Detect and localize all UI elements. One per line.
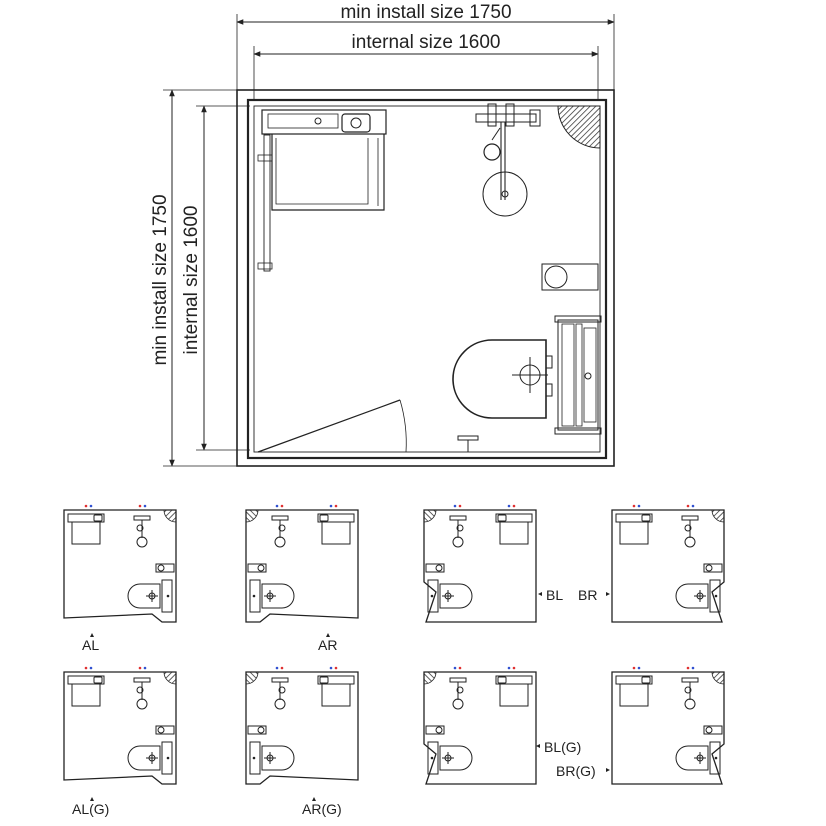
layout-label-br-g: BR(G) <box>556 763 596 779</box>
dimension-left-install: min install size 1750 <box>150 89 240 467</box>
layout-label-ar-g: AR(G) <box>302 801 342 817</box>
layout-thumb-bl <box>423 504 537 623</box>
door-swing <box>257 399 407 453</box>
layout-label-bl: BL <box>546 587 563 603</box>
internal-height-label: internal size 1600 <box>181 206 202 355</box>
layout-thumb-ar-g <box>245 666 359 785</box>
outer-wall <box>236 89 615 467</box>
main-floor-plan <box>236 89 615 467</box>
layout-label-al-g: AL(G) <box>72 801 109 817</box>
entry-arrows <box>90 592 610 801</box>
toilet-roll-holder <box>541 263 599 291</box>
layout-thumb-al-g <box>63 666 177 785</box>
shower-drain-icon <box>482 171 528 217</box>
layout-label-bl-g: BL(G) <box>544 739 581 755</box>
layout-thumb-al <box>63 504 177 623</box>
layout-thumb-br <box>611 504 725 623</box>
cistern <box>557 319 599 431</box>
toilet <box>452 315 602 435</box>
shower-unit <box>475 103 601 217</box>
min-install-height-label: min install size 1750 <box>150 194 171 365</box>
towel-rail <box>263 134 271 272</box>
tap-icon <box>314 117 322 125</box>
internal-width-label: internal size 1600 <box>352 32 501 53</box>
layout-label-ar: AR <box>318 637 337 653</box>
dimension-top-install: min install size 1750 <box>236 2 615 100</box>
floor-waste-icon <box>457 435 479 452</box>
shower-handset-icon <box>483 143 501 161</box>
layout-thumb-bl-g <box>423 666 537 785</box>
corner-shelf <box>557 105 601 149</box>
layout-thumb-ar <box>245 504 359 623</box>
layout-label-al: AL <box>82 637 99 653</box>
basin-unit <box>257 109 387 272</box>
inner-wall <box>246 98 608 460</box>
layout-label-br: BR <box>578 587 597 603</box>
min-install-width-label: min install size 1750 <box>340 2 511 23</box>
layout-thumb-br-g <box>611 666 725 785</box>
waste-icon <box>350 117 362 129</box>
dimension-left-internal: internal size 1600 <box>181 105 250 451</box>
dimension-top-internal: internal size 1600 <box>253 32 599 100</box>
